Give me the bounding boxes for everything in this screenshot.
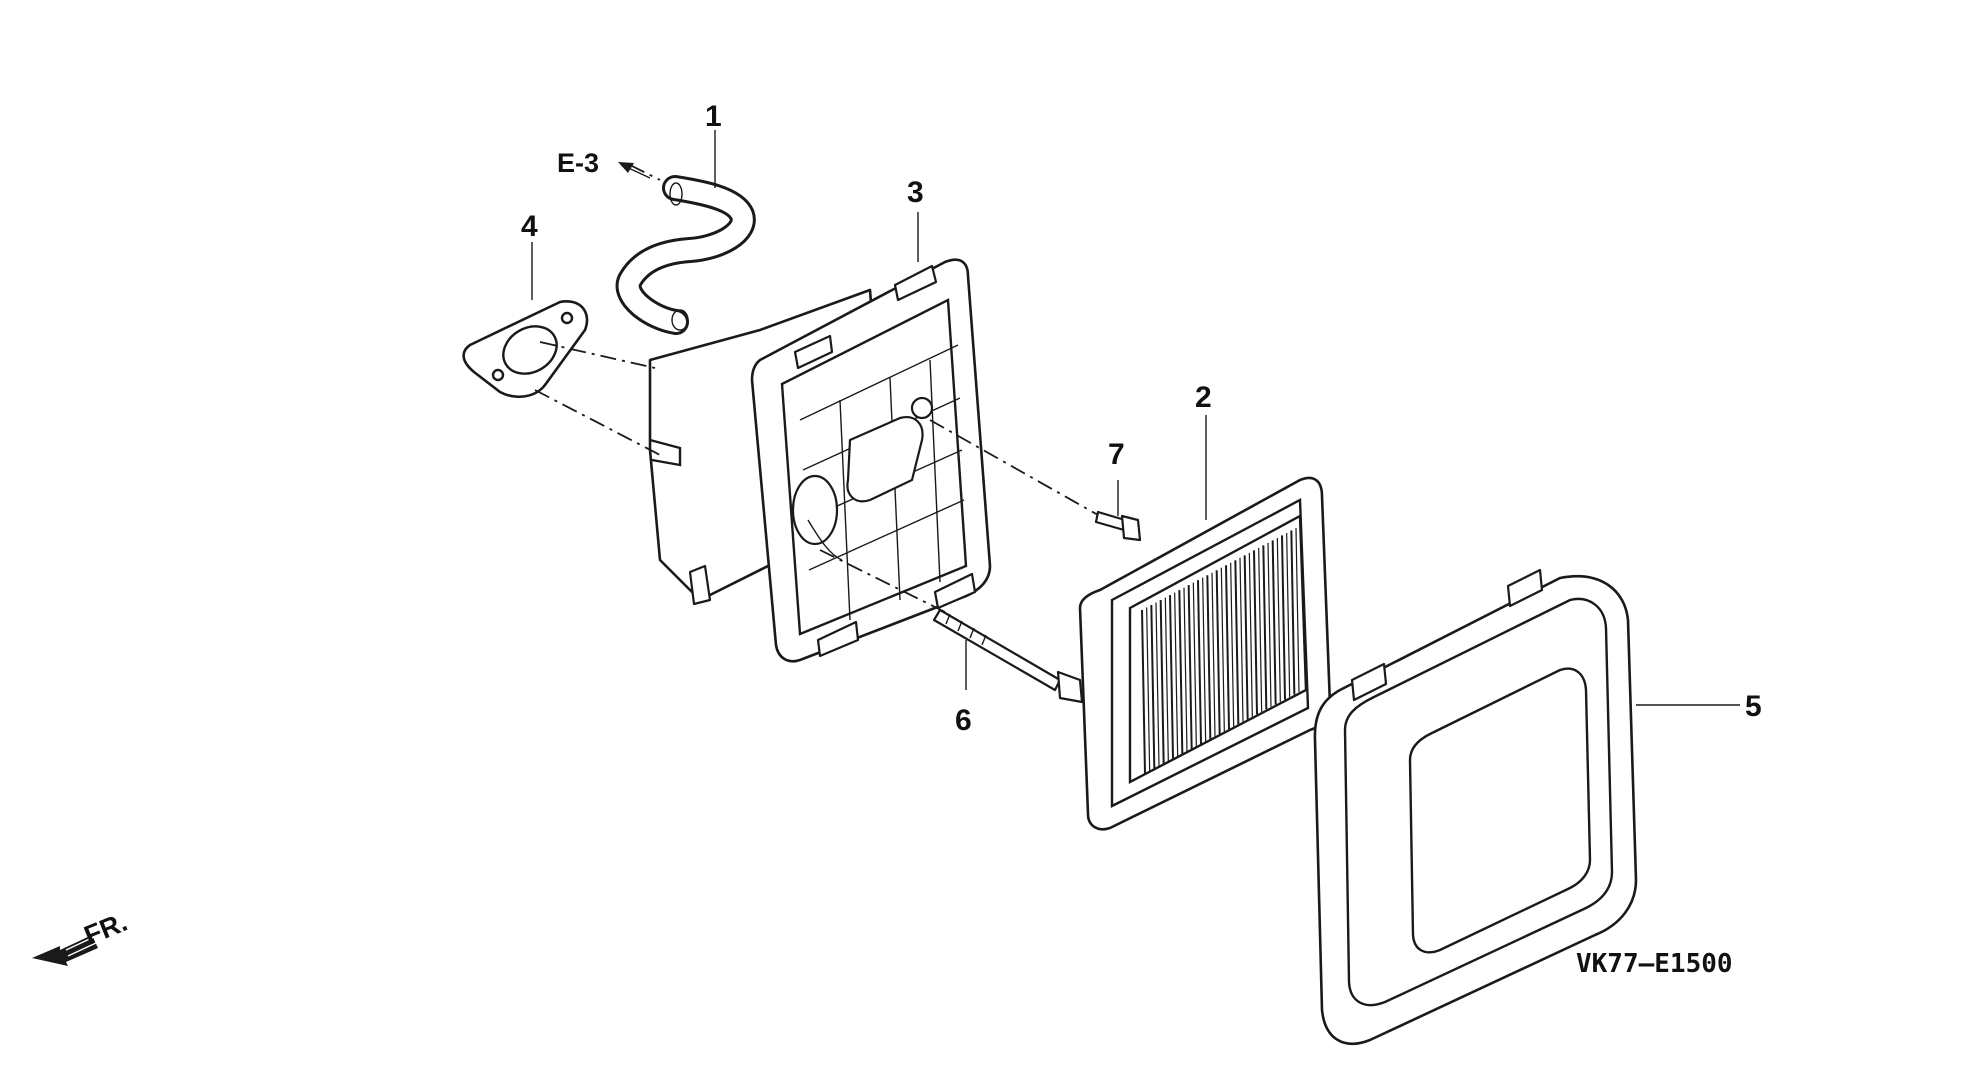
filter-pleat — [1150, 605, 1156, 770]
filter-pleat — [1197, 580, 1202, 745]
filter-element[interactable] — [1078, 476, 1332, 831]
filter-pleat — [1164, 597, 1169, 762]
filter-pleat — [1243, 555, 1249, 720]
callout-2: 2 — [1195, 381, 1212, 414]
callout-3: 3 — [907, 176, 924, 209]
callout-5: 5 — [1745, 690, 1762, 723]
callout-4: 4 — [521, 210, 538, 243]
filter-pleat — [1174, 592, 1179, 757]
filter-pleat — [1267, 542, 1272, 707]
filter-pleat — [1206, 575, 1212, 740]
long-bolt[interactable] — [932, 608, 1084, 704]
filter-pleat — [1258, 547, 1263, 712]
front-arrow-icon — [32, 935, 99, 966]
filter-pleat — [1295, 527, 1300, 693]
filter-pleat — [1169, 595, 1174, 760]
callout-6: 6 — [955, 704, 972, 737]
filter-pleat — [1239, 557, 1244, 722]
filter-pleat — [1215, 570, 1221, 735]
filter-pleat — [1281, 535, 1286, 700]
air-cleaner-cover[interactable] — [1313, 568, 1638, 1046]
filter-pleat — [1159, 600, 1165, 765]
filter-pleat — [1248, 552, 1253, 717]
gasket[interactable] — [462, 300, 589, 399]
filter-pleat — [1141, 609, 1146, 775]
filter-pleat — [1211, 572, 1216, 737]
filter-pleat — [1253, 550, 1258, 715]
filter-pleat — [1262, 545, 1268, 710]
filter-pleats — [1141, 527, 1300, 775]
filter-pleat — [1230, 562, 1235, 727]
air-cleaner-case[interactable] — [648, 258, 992, 663]
assembly-lines — [534, 164, 1099, 613]
filter-pleat — [1286, 532, 1291, 697]
filter-pleat — [1192, 582, 1197, 747]
filter-pleat — [1220, 567, 1225, 732]
filter-pleat — [1276, 537, 1281, 702]
filter-pleat — [1183, 587, 1188, 752]
filter-pleat — [1234, 560, 1240, 725]
filter-pleat — [1225, 565, 1230, 730]
breather-hose[interactable] — [615, 175, 756, 335]
figure-code: VK77—E1500 — [1576, 949, 1733, 979]
callout-7: 7 — [1108, 438, 1125, 471]
filter-pleat — [1271, 540, 1277, 705]
reference-label: E-3 — [557, 148, 599, 178]
filter-pleat — [1187, 585, 1193, 750]
filter-pleat — [1178, 590, 1184, 755]
callout-1: 1 — [705, 100, 722, 133]
reference-arrow — [618, 162, 651, 179]
leader-lines — [531, 130, 1740, 706]
filter-pleat — [1146, 607, 1151, 772]
filter-pleat — [1155, 602, 1160, 767]
front-label: FR. — [80, 907, 132, 951]
small-bolt[interactable] — [1094, 510, 1142, 542]
filter-pleat — [1202, 577, 1207, 742]
filter-pleat — [1290, 530, 1296, 695]
